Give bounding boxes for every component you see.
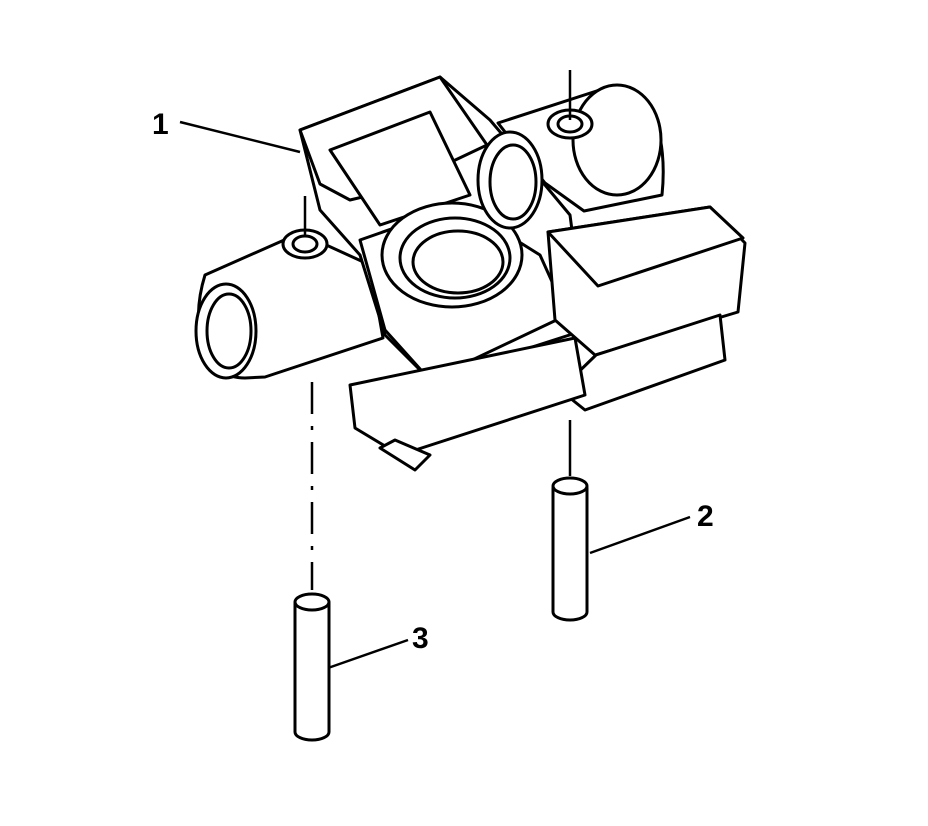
left-pin-hole: [291, 234, 319, 254]
side-ring-inner: [488, 143, 538, 221]
callout-leaders: [179, 120, 691, 670]
bearing-cup-core: [411, 229, 505, 295]
housing-assembly: [194, 75, 747, 472]
callout-1-label: 1: [152, 108, 169, 141]
callout-3-leader: [327, 638, 409, 670]
rear-cylinder-end: [571, 83, 663, 197]
base-plate: [348, 336, 587, 457]
pin-3: [293, 592, 331, 742]
pin-2: [551, 476, 589, 622]
base-plate-foot: [378, 438, 432, 472]
callout-2-leader: [589, 515, 691, 555]
alignment-lines: [303, 70, 572, 590]
pins: [293, 476, 589, 742]
right-jaw-top: [546, 205, 745, 288]
left-cylinder-bore-inner: [205, 292, 253, 370]
callout-1-leader: [179, 120, 301, 154]
callout-3-label: 3: [412, 622, 429, 655]
callout-2-label: 2: [697, 500, 714, 533]
upper-block-recess: [328, 110, 472, 227]
